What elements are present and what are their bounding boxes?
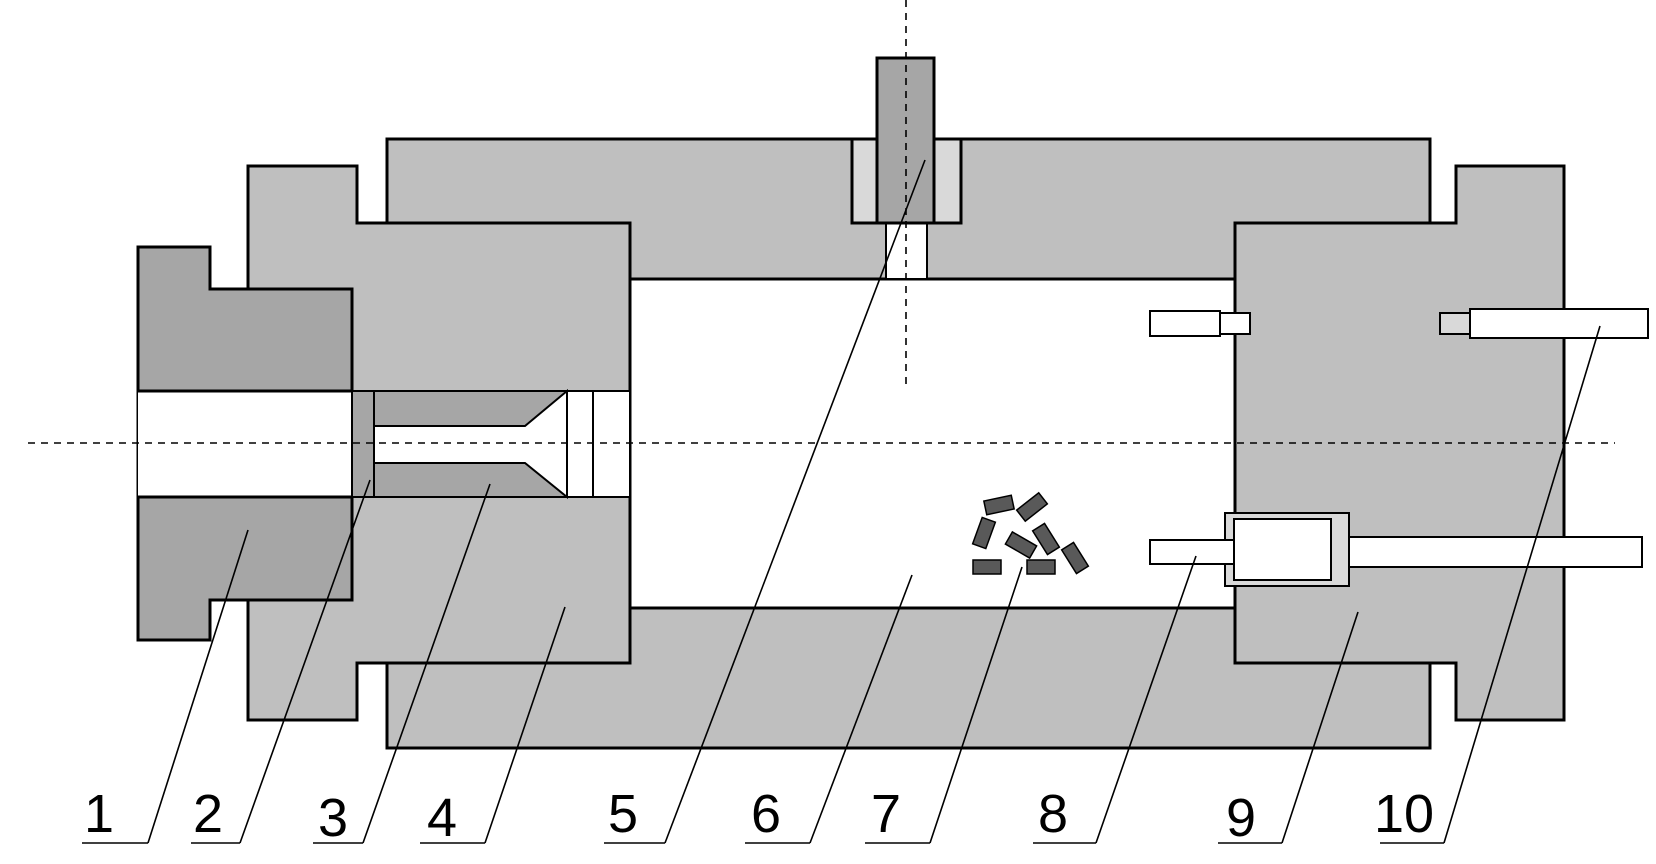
pellet [1004,530,1038,560]
pellet [982,494,1016,516]
nut-bore [138,391,352,497]
label-7: 7 [871,784,901,844]
pellet [972,559,1002,575]
label-1: 1 [84,784,114,844]
pellet [1026,559,1056,575]
label-2: 2 [193,784,223,844]
pellet [1015,491,1049,523]
nozzle-tip [566,390,594,498]
label-10: 10 [1374,784,1434,844]
seal-ring [351,390,375,498]
lower-rod-right [1348,536,1643,568]
leader-lines [147,159,1601,844]
lower-rod-left [1149,539,1235,565]
pellets [971,491,1090,575]
label-9: 9 [1226,788,1256,848]
label-3: 3 [318,788,348,848]
label-5: 5 [608,784,638,844]
pellet [1031,522,1061,556]
label-8: 8 [1038,784,1068,844]
upper-rod-right [1469,308,1649,339]
pellet [1060,541,1090,575]
upper-rod-right-cap [1439,312,1471,335]
pellet [971,516,997,550]
upper-rod-left [1149,310,1221,337]
nozzle-tip-outer [592,390,631,498]
holder-inner [1233,518,1332,581]
upper-rod-left-cap [1219,312,1251,335]
label-6: 6 [751,784,781,844]
label-4: 4 [427,788,457,848]
